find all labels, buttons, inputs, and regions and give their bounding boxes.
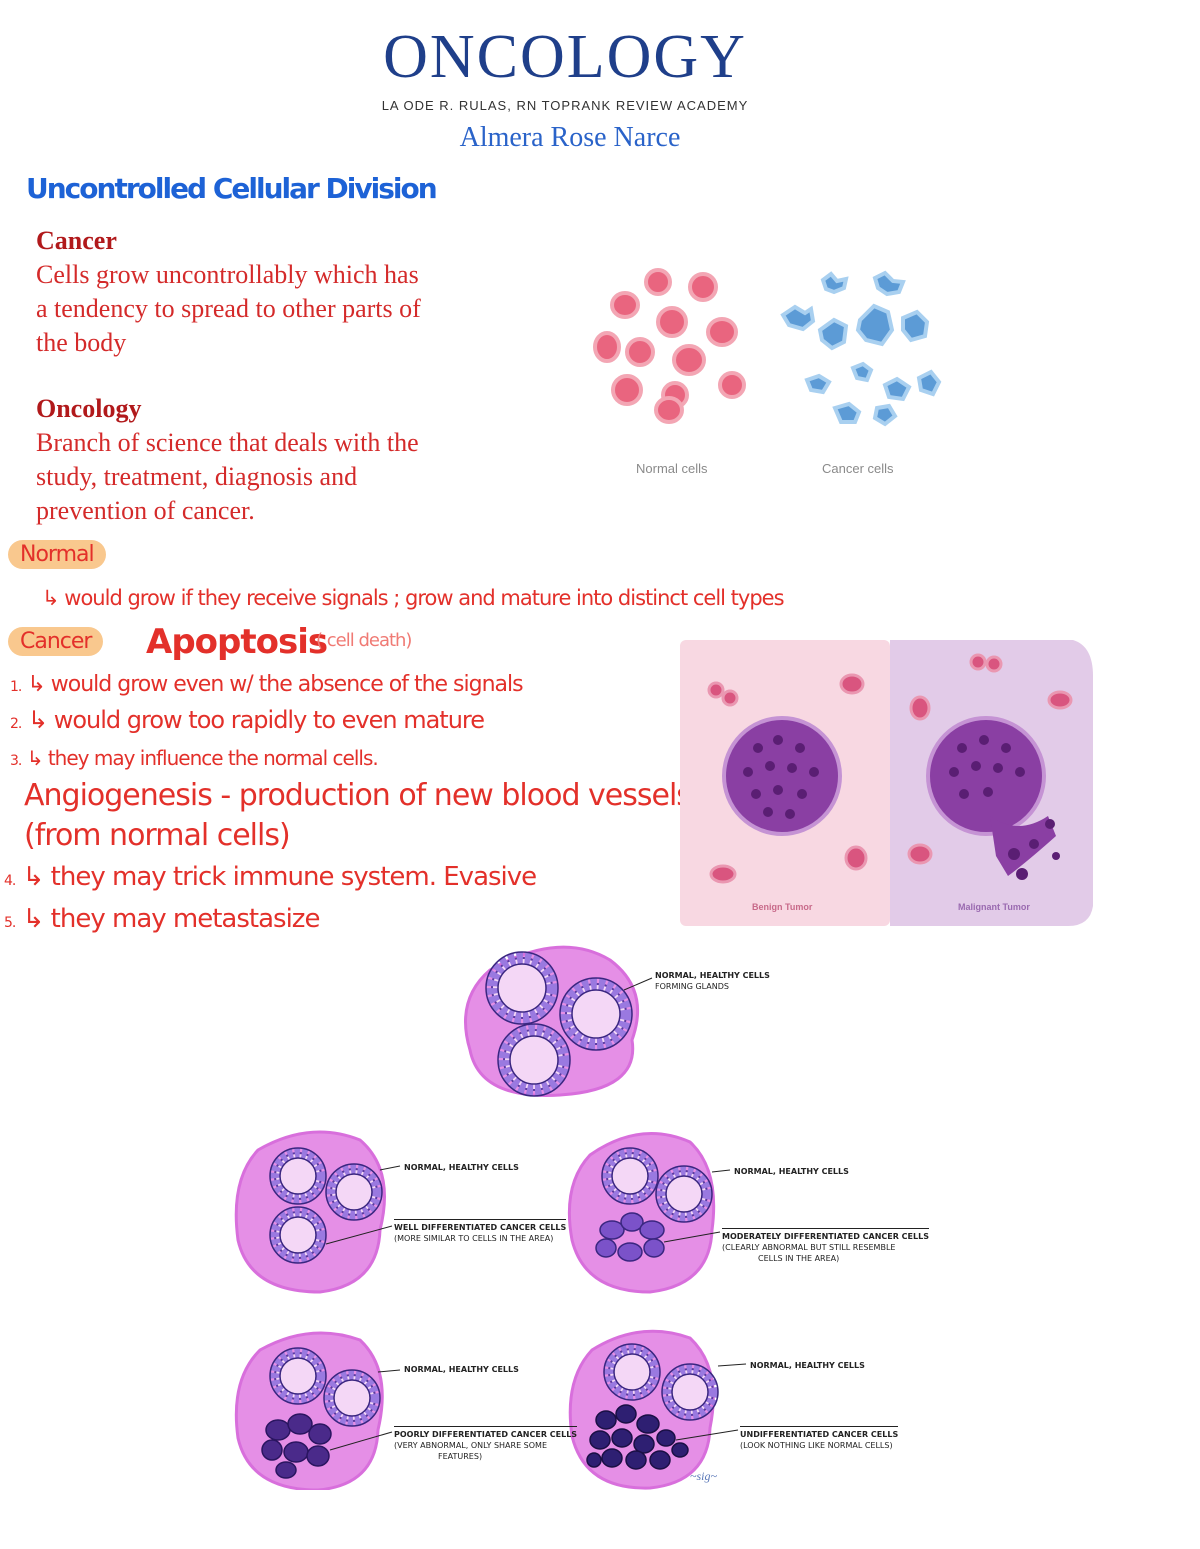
undiff-sub-text: (LOOK NOTHING LIKE NORMAL CELLS) [740, 1441, 893, 1450]
benign-tumor-label: Benign Tumor [752, 902, 813, 912]
normal-note: ↳ would grow if they receive signals ; g… [42, 586, 785, 610]
well-sub-text: (MORE SIMILAR TO CELLS IN THE AREA) [394, 1234, 554, 1243]
note-item-1: 1. ↳ would grow even w/ the absence of t… [10, 672, 524, 697]
undiff-label-text: UNDIFFERENTIATED CANCER CELLS [740, 1430, 899, 1439]
note-item-2-number: 2. [10, 716, 22, 732]
cancer-cells-cluster [780, 270, 942, 427]
top-normal-label-line-2: FORMING GLANDS [655, 982, 729, 991]
note-item-3-number: 3. [10, 753, 22, 769]
oncology-definition: Oncology Branch of science that deals wi… [36, 392, 556, 528]
normal-cells-cluster [593, 268, 746, 424]
undifferentiated-diagram [568, 1329, 747, 1490]
mod-sub-text-2: CELLS IN THE AREA) [758, 1254, 840, 1263]
oncology-line-2: study, treatment, diagnosis and [36, 462, 358, 491]
malignant-tumor-mass [926, 716, 1060, 880]
top-normal-label-line-1: NORMAL, HEALTHY CELLS [655, 971, 770, 980]
normal-glands-diagram [464, 945, 653, 1096]
note-item-1-text: ↳ would grow even w/ the absence of the … [27, 672, 523, 697]
oncology-term: Oncology [36, 394, 142, 423]
normal-tag: Normal [8, 540, 106, 569]
cancer-definition: Cancer Cells grow uncontrollably which h… [36, 224, 556, 360]
apoptosis-note: ( cell death) [316, 630, 412, 651]
tumor-comparison-figure [680, 640, 1093, 926]
normal-vs-cancer-cells-figure [593, 268, 942, 427]
section-heading: Uncontrolled Cellular Division [26, 172, 438, 205]
cancer-tag: Cancer [8, 627, 104, 656]
well-differentiated-label: WELL DIFFERENTIATED CANCER CELLS (MORE S… [394, 1219, 567, 1244]
poor-sub-text-2: FEATURES) [438, 1452, 483, 1461]
poorly-differentiated-diagram [234, 1331, 401, 1490]
note-item-3: 3. ↳ they may influence the normal cells… [10, 746, 379, 770]
note-item-2-text: ↳ would grow too rapidly to even mature [28, 706, 485, 734]
differentiation-diagram: ~sig~ [234, 945, 747, 1490]
angiogenesis-line: Angiogenesis - production of new blood v… [24, 778, 692, 813]
poorly-differentiated-label: POORLY DIFFERENTIATED CANCER CELLS (VERY… [394, 1426, 578, 1462]
oncology-line-1: Branch of science that deals with the [36, 428, 419, 457]
mod-sub-text-1: (CLEARLY ABNORMAL BUT STILL RESEMBLE [722, 1243, 896, 1252]
mod-label-text: MODERATELY DIFFERENTIATED CANCER CELLS [722, 1232, 929, 1241]
apoptosis-heading: Apoptosis [146, 622, 328, 662]
malignant-tumor-label: Malignant Tumor [958, 902, 1030, 912]
cancer-line-3: the body [36, 328, 127, 357]
note-item-4-text: ↳ they may trick immune system. Evasive [22, 862, 538, 892]
document-subtitle: LA ODE R. RULAS, RN TOPRANK REVIEW ACADE… [381, 98, 749, 113]
cancer-cells-caption: Cancer cells [822, 461, 894, 476]
note-item-4: 4. ↳ they may trick immune system. Evasi… [4, 862, 538, 892]
author-name: Almera Rose Narce [459, 122, 681, 153]
moderately-differentiated-diagram [567, 1132, 731, 1294]
poor-label-text: POORLY DIFFERENTIATED CANCER CELLS [394, 1430, 578, 1439]
poor-sub-text-1: (VERY ABNORMAL, ONLY SHARE SOME [394, 1441, 548, 1450]
well-label-text: WELL DIFFERENTIATED CANCER CELLS [394, 1223, 567, 1232]
benign-tumor-mass [722, 716, 842, 836]
note-item-3-text: ↳ they may influence the normal cells. [26, 746, 379, 770]
top-normal-label: NORMAL, HEALTHY CELLS FORMING GLANDS [655, 970, 770, 992]
normal-cells-caption: Normal cells [636, 461, 708, 476]
artist-signature: ~sig~ [690, 1469, 717, 1483]
oncology-line-3: prevention of cancer. [36, 496, 255, 525]
note-item-4-number: 4. [4, 873, 16, 889]
moderately-differentiated-label: MODERATELY DIFFERENTIATED CANCER CELLS (… [722, 1228, 929, 1264]
mod-normal-label: NORMAL, HEALTHY CELLS [734, 1167, 849, 1176]
document-title: ONCOLOGY [383, 23, 747, 91]
well-normal-label: NORMAL, HEALTHY CELLS [404, 1163, 519, 1172]
poor-normal-label: NORMAL, HEALTHY CELLS [404, 1365, 519, 1374]
note-item-1-number: 1. [10, 679, 22, 695]
note-item-5-number: 5. [4, 915, 16, 931]
angiogenesis-subline: (from normal cells) [24, 818, 291, 853]
cancer-term: Cancer [36, 226, 117, 255]
note-item-5-text: ↳ they may metastasize [22, 904, 321, 934]
undifferentiated-label: UNDIFFERENTIATED CANCER CELLS (LOOK NOTH… [740, 1426, 899, 1451]
note-item-2: 2. ↳ would grow too rapidly to even matu… [10, 706, 485, 734]
cancer-line-1: Cells grow uncontrollably which has [36, 260, 419, 289]
cancer-line-2: a tendency to spread to other parts of [36, 294, 421, 323]
undiff-normal-label: NORMAL, HEALTHY CELLS [750, 1361, 865, 1370]
well-differentiated-diagram [234, 1130, 401, 1294]
note-item-5: 5. ↳ they may metastasize [4, 904, 321, 934]
